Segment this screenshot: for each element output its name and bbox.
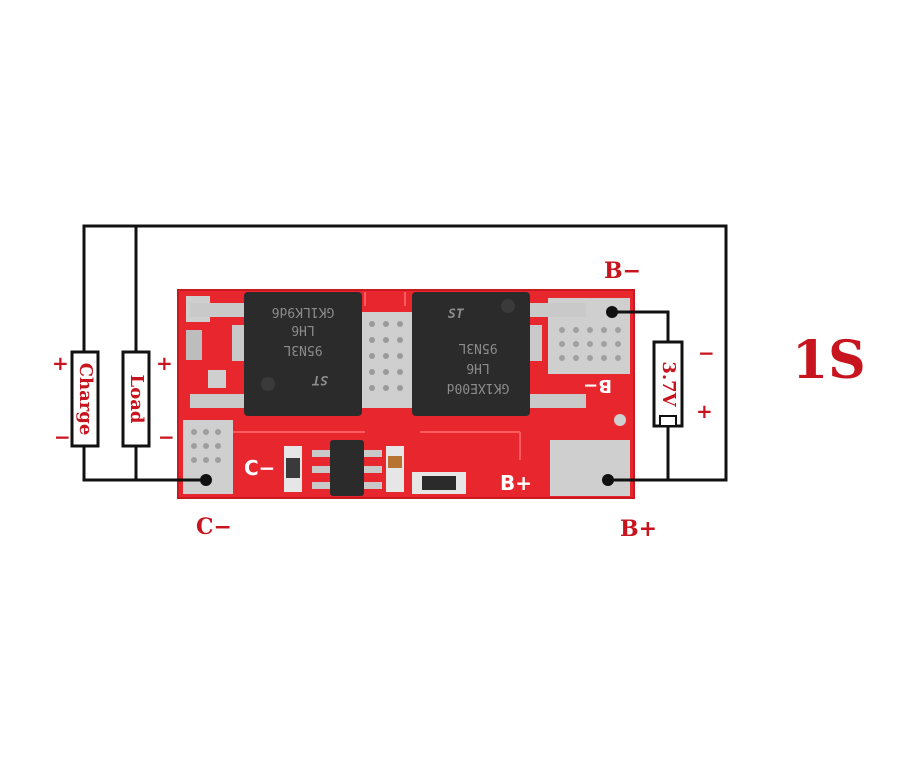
load-plus: + — [156, 351, 173, 375]
battery-terminal — [659, 415, 677, 427]
wire-battery-top — [612, 310, 670, 342]
mosfet-right-lead-bottom — [528, 394, 586, 408]
mosfet-left-lead-bottom — [190, 394, 244, 408]
label-c-minus: C− — [196, 514, 232, 540]
label-b-plus: B+ — [620, 516, 657, 542]
battery-box — [652, 340, 684, 428]
silk-b-minus: B− — [583, 375, 612, 396]
smd-cap-left-body — [286, 458, 300, 478]
smd-resistor-body — [422, 476, 456, 490]
pad-left-2 — [208, 370, 226, 388]
silk-c-minus: C− — [244, 456, 275, 480]
charger-label: Charge — [75, 363, 96, 436]
charger-element: Charge — [70, 350, 100, 448]
battery-element: 3.7V — [652, 340, 684, 428]
pcb-edge — [177, 289, 635, 499]
silk-b-plus: B+ — [500, 471, 532, 495]
battery-minus: − — [698, 341, 715, 365]
center-vias — [369, 321, 403, 391]
center-via-pad — [362, 312, 412, 408]
mosfet-left: GK1LK9d6 LH6 95N3L ST — [190, 292, 362, 416]
charger-plus: + — [52, 351, 69, 375]
round-test-pad — [614, 414, 626, 426]
mosfet-right-pin1-dot — [501, 299, 515, 313]
pad-c-minus-vias — [191, 429, 221, 463]
pad-left-1 — [186, 330, 202, 360]
mosfet-right-body — [412, 292, 530, 416]
mosfet-right-marking-1: 95N3L — [458, 340, 497, 355]
mosfet-left-pin1-dot — [261, 377, 275, 391]
load-minus: − — [158, 425, 175, 449]
battery-voltage-label: 3.7V — [658, 361, 679, 407]
label-b-minus: B− — [604, 258, 641, 284]
battery-plus: + — [696, 399, 713, 423]
pad-b-plus — [550, 440, 630, 496]
load-label: Load — [126, 375, 147, 424]
charger-box — [70, 350, 100, 448]
ic-leads — [312, 450, 382, 489]
mosfet-right-marking-2: LH6 — [466, 360, 489, 375]
wire-top-loop — [82, 224, 728, 482]
pcb-traces — [232, 292, 521, 460]
load-box — [121, 350, 151, 448]
mosfet-right-lead-top — [528, 303, 586, 317]
mosfet-left-marking-1: GK1LK9d6 — [272, 304, 335, 319]
mosfet-left-logo: ST — [311, 372, 328, 387]
load-element: Load — [121, 350, 151, 448]
charger-minus: − — [54, 425, 71, 449]
mosfet-left-marking-2: LH6 — [291, 322, 314, 337]
wire-charge-bottom — [82, 446, 206, 482]
mosfet-right-lead-mid — [528, 325, 542, 361]
junction-c-minus — [200, 474, 212, 486]
smd-cap-right-body — [388, 456, 402, 468]
junction-b-plus — [602, 474, 614, 486]
pad-b-minus-vias — [559, 327, 621, 361]
mosfet-left-lead-mid — [232, 325, 246, 361]
wires — [82, 224, 728, 482]
smd-components — [284, 440, 466, 496]
mosfet-right-logo: ST — [448, 307, 465, 322]
junction-b-minus — [606, 306, 618, 318]
protection-ic — [330, 440, 364, 496]
smd-cap-right — [386, 446, 404, 492]
config-label: 1S — [792, 330, 866, 391]
mosfet-right-marking-3: GK1XE00d — [447, 380, 510, 395]
mosfet-right: ST 95N3L LH6 GK1XE00d — [412, 292, 586, 416]
mosfet-left-lead-top — [190, 303, 244, 317]
mosfet-left-marking-3: 95N3L — [283, 342, 322, 357]
